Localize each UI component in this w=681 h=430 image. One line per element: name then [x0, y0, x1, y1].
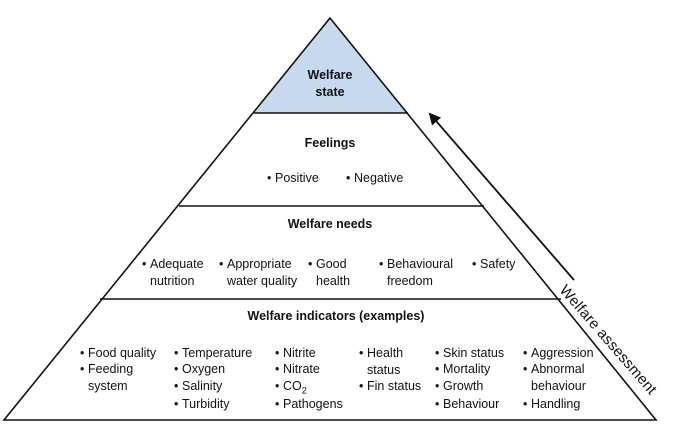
indicator-aggression: •Aggression — [523, 346, 594, 360]
indicator-behaviour: •Behaviour — [435, 397, 500, 411]
indicator-mortality: •Mortality — [435, 362, 491, 376]
indicator-food-quality: •Food quality — [80, 346, 157, 360]
feelings-item-negative: •Negative — [346, 171, 404, 185]
indicator-co2: •CO2 — [275, 379, 307, 396]
indicator-pathogens: •Pathogens — [275, 397, 343, 411]
indicator-nitrate: •Nitrate — [275, 362, 320, 376]
indicator-temperature: •Temperature — [174, 346, 253, 360]
indicators-title: Welfare indicators (examples) — [247, 309, 425, 323]
needs-title: Welfare needs — [287, 217, 373, 231]
indicator-skin-status: •Skin status — [435, 346, 505, 360]
apex-fill — [254, 18, 408, 113]
indicator-growth: •Growth — [435, 379, 484, 393]
welfare-assessment-arrow — [428, 112, 575, 281]
indicator-nitrite: •Nitrite — [275, 346, 316, 360]
apex-label-line2: state — [315, 85, 345, 99]
indicator-oxygen: •Oxygen — [174, 362, 226, 376]
apex-label-line1: Welfare — [307, 68, 353, 82]
indicator-handling: •Handling — [523, 397, 581, 411]
feelings-item-positive: •Positive — [267, 171, 319, 185]
indicator-salinity: •Salinity — [174, 379, 223, 393]
indicator-fin-status: •Fin status — [359, 379, 422, 393]
needs-item-safety: •Safety — [472, 257, 516, 271]
indicator-turbidity: •Turbidity — [174, 397, 230, 411]
feelings-title: Feelings — [304, 136, 356, 150]
co2-subscript: 2 — [301, 385, 307, 396]
pyramid-outline — [2, 16, 658, 421]
